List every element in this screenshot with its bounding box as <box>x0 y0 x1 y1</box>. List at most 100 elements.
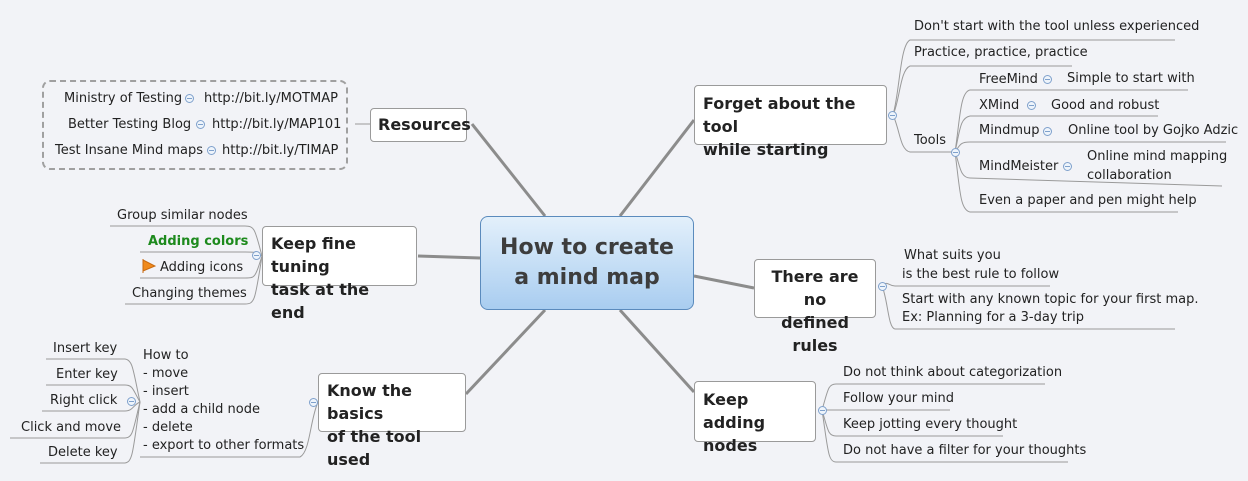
topic-no-rules[interactable]: There are no defined rules <box>754 259 876 355</box>
link-forget <box>618 119 696 217</box>
topic-fine-tuning-line2: task at the end <box>271 280 370 322</box>
link-rules <box>693 274 755 290</box>
collapse-toggle-icon[interactable] <box>127 397 136 406</box>
topic-no-rules-line1: There are no <box>771 267 859 309</box>
rules-child-1-line2: is the best rule to follow <box>902 267 1060 282</box>
topic-keep-adding[interactable]: Keep adding nodes <box>694 381 816 455</box>
topic-know-basics[interactable]: Know the basics of the tool used <box>318 373 466 469</box>
key-click-move: Click and move <box>21 420 122 435</box>
link-forget-c1 <box>892 39 1175 116</box>
link-rules-c2 <box>881 285 1175 330</box>
flag-icon <box>142 259 156 273</box>
howto-line-3: - insert <box>143 384 189 399</box>
tool-paper-pen: Even a paper and pen might help <box>979 193 1197 208</box>
topic-know-basics-line2: of the tool used <box>327 427 422 469</box>
howto-line-6: - export to other formats <box>143 438 305 453</box>
tools-node: Tools <box>914 133 947 148</box>
forget-child-2: Practice, practice, practice <box>914 45 1088 60</box>
adding-child-3: Keep jotting every thought <box>843 417 1018 432</box>
link-ft-c4 <box>125 255 263 305</box>
rules-child-1-line1: What suits you <box>904 248 1001 263</box>
collapse-toggle-icon[interactable] <box>1027 101 1036 110</box>
central-topic[interactable]: How to create a mind map <box>480 216 694 310</box>
resource-2-url[interactable]: http://bit.ly/MAP101 <box>212 117 342 132</box>
forget-child-1: Don't start with the tool unless experie… <box>914 19 1200 34</box>
collapse-toggle-icon[interactable] <box>878 282 887 291</box>
link-resources <box>470 123 547 217</box>
link-k5 <box>40 401 141 464</box>
link-forget-c2 <box>892 65 1072 116</box>
resource-3-url[interactable]: http://bit.ly/TIMAP <box>222 143 339 158</box>
adding-child-2: Follow your mind <box>843 391 955 406</box>
tool-mindmeister-note-line2: collaboration <box>1087 168 1172 183</box>
collapse-toggle-icon[interactable] <box>1063 162 1072 171</box>
resource-1-name: Ministry of Testing <box>64 91 183 106</box>
resource-1-url[interactable]: http://bit.ly/MOTMAP <box>204 91 338 106</box>
finetune-child-3: Adding icons <box>142 259 243 277</box>
resources-group-border <box>42 80 348 170</box>
topic-no-rules-line2: defined rules <box>781 313 849 355</box>
topic-resources[interactable]: Resources <box>370 108 471 142</box>
link-xmind <box>954 115 1158 153</box>
howto-line-2: - move <box>143 366 189 381</box>
link-ft-c2 <box>140 251 263 257</box>
tool-freemind-note: Simple to start with <box>1067 71 1195 86</box>
adding-child-4: Do not have a filter for your thoughts <box>843 443 1087 458</box>
collapse-toggle-icon[interactable] <box>309 398 318 407</box>
resource-3-name: Test Insane Mind maps <box>55 143 204 158</box>
key-insert: Insert key <box>53 341 118 356</box>
link-adding <box>618 308 696 394</box>
link-k3 <box>42 401 141 412</box>
finetune-child-3-label: Adding icons <box>160 260 244 275</box>
collapse-toggle-icon[interactable] <box>185 94 194 103</box>
tool-mindmeister-note-line1: Online mind mapping <box>1087 149 1228 164</box>
link-freemind <box>954 89 1188 153</box>
link-k2 <box>46 384 141 403</box>
tool-xmind-note: Good and robust <box>1051 98 1160 113</box>
link-adding-c1 <box>821 383 1045 411</box>
resource-2-name: Better Testing Blog <box>68 117 192 132</box>
collapse-toggle-icon[interactable] <box>196 120 205 129</box>
tool-xmind: XMind <box>979 98 1020 113</box>
adding-child-1: Do not think about categorization <box>843 365 1063 380</box>
topic-keep-adding-line1: Keep adding <box>703 390 766 432</box>
collapse-toggle-icon[interactable] <box>888 111 897 120</box>
collapse-toggle-icon[interactable] <box>1043 75 1052 84</box>
link-basics <box>464 308 547 396</box>
topic-forget-tool-line1: Forget about the tool <box>703 94 856 136</box>
link-adding-c3 <box>821 409 1003 437</box>
link-finetune <box>417 254 481 260</box>
topic-forget-tool-line2: while starting <box>703 140 829 159</box>
topic-keep-adding-line2: nodes <box>703 436 758 455</box>
finetune-child-4: Changing themes <box>132 286 247 301</box>
collapse-toggle-icon[interactable] <box>818 406 827 415</box>
link-k1 <box>46 358 141 403</box>
howto-line-1: How to <box>143 348 189 363</box>
link-k4 <box>10 401 141 439</box>
collapse-toggle-icon[interactable] <box>1043 127 1052 136</box>
tool-mindmup: Mindmup <box>979 123 1040 138</box>
link-adding-c4 <box>821 409 1068 463</box>
key-enter: Enter key <box>56 367 118 382</box>
collapse-toggle-icon[interactable] <box>207 146 216 155</box>
link-howto <box>140 401 319 458</box>
link-ft-c3 <box>140 255 263 279</box>
link-tools <box>892 114 955 153</box>
topic-fine-tuning[interactable]: Keep fine tuning task at the end <box>262 226 417 322</box>
topic-fine-tuning-line1: Keep fine tuning <box>271 234 356 276</box>
rules-child-2-line1: Start with any known topic for your firs… <box>902 292 1199 307</box>
central-topic-line2: a mind map <box>514 265 660 290</box>
rules-child-2-line2: Ex: Planning for a 3-day trip <box>902 310 1084 325</box>
howto-line-4: - add a child node <box>143 402 260 417</box>
howto-line-5: - delete <box>143 420 193 435</box>
finetune-child-1: Group similar nodes <box>117 208 248 223</box>
collapse-toggle-icon[interactable] <box>951 148 960 157</box>
link-ft-c1 <box>110 225 263 257</box>
tool-mindmup-note: Online tool by Gojko Adzic <box>1068 123 1239 138</box>
topic-know-basics-line1: Know the basics <box>327 381 413 423</box>
tool-mindmeister: MindMeister <box>979 159 1059 174</box>
collapse-toggle-icon[interactable] <box>252 251 261 260</box>
tool-freemind: FreeMind <box>979 72 1038 87</box>
topic-forget-tool[interactable]: Forget about the tool while starting <box>694 85 887 159</box>
